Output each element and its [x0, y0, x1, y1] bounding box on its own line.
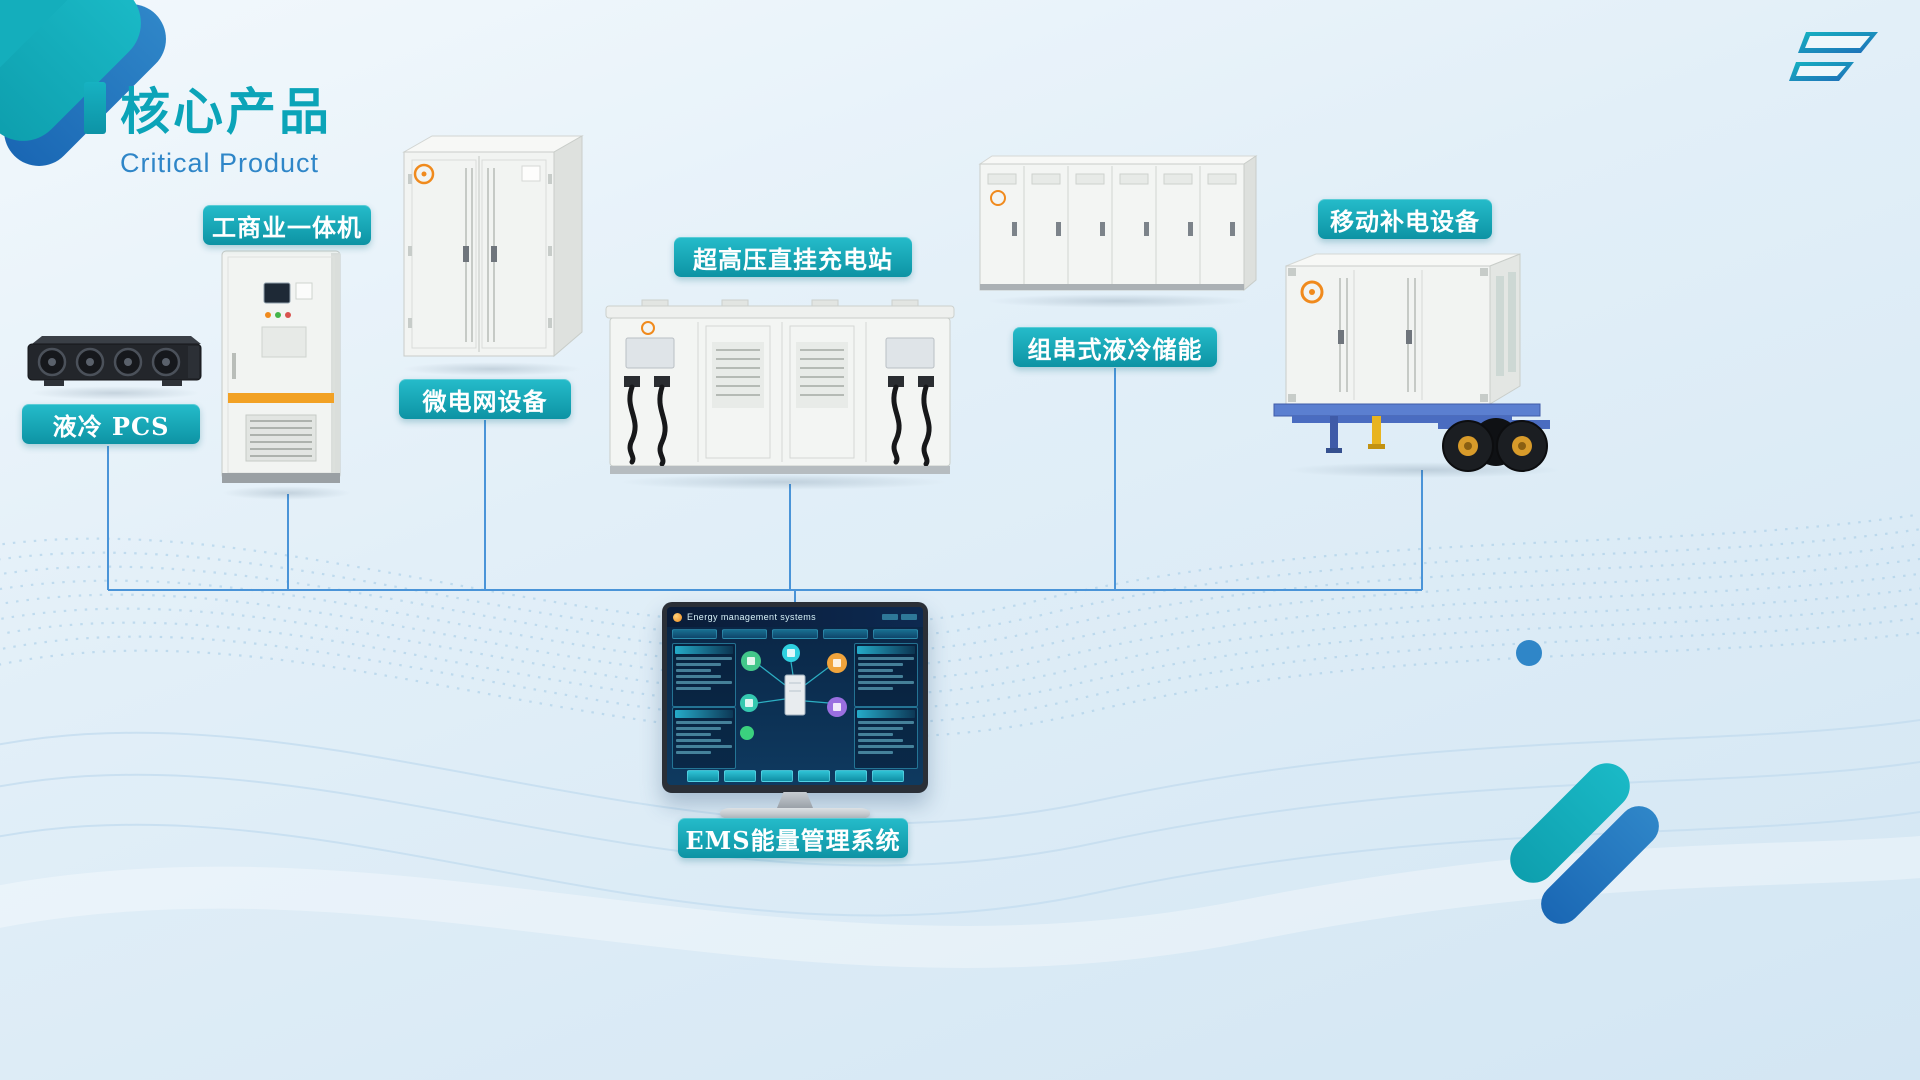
drop-shadow [986, 294, 1250, 308]
label-charging-station: 超高压直挂充电站 [674, 237, 912, 277]
monitor-stand-neck [777, 792, 813, 808]
page-title: 核心产品 [120, 84, 332, 140]
text-row [858, 686, 893, 690]
string-ess-image [972, 148, 1264, 304]
ems-panel-top-left [672, 643, 736, 707]
drop-shadow [30, 386, 200, 400]
menu-chip [822, 629, 868, 639]
label-text: 液冷 PCS [52, 411, 170, 441]
panel-header-bar [857, 646, 915, 654]
text-row [676, 668, 711, 672]
label-text: 移动补电设备 [1330, 206, 1480, 236]
accent-dot [1516, 640, 1542, 666]
ems-screen: Energy management systems [667, 607, 923, 785]
text-row [676, 674, 722, 678]
menu-chip [772, 629, 818, 639]
text-row [676, 738, 722, 742]
text-row [858, 680, 914, 684]
text-row [676, 744, 732, 748]
text-row [858, 738, 904, 742]
drop-shadow [402, 362, 582, 376]
ems-button [686, 770, 719, 782]
ems-logo-icon [673, 612, 682, 622]
monitor-stand-base [720, 808, 870, 819]
menu-chip [872, 629, 919, 639]
microgrid-container-image [392, 126, 592, 378]
text-row [676, 732, 711, 736]
text-row [676, 662, 722, 666]
text-row [858, 656, 914, 660]
drop-shadow [222, 486, 352, 500]
text-row [858, 732, 893, 736]
ems-button [797, 770, 830, 782]
label-text: EMS能量管理系统 [685, 825, 901, 855]
ems-screen-header: Energy management systems [667, 607, 923, 627]
label-ems-system: EMS能量管理系统 [678, 818, 908, 858]
text-row [858, 662, 904, 666]
label-text: 工商业一体机 [212, 212, 362, 242]
text-row [676, 680, 732, 684]
page-subtitle: Critical Product [120, 148, 320, 178]
label-mobile-recharger: 移动补电设备 [1318, 199, 1492, 239]
panel-header-bar [675, 646, 733, 654]
text-row [858, 668, 893, 672]
panel-header-bar [857, 710, 915, 718]
text-row [676, 720, 732, 724]
text-row [676, 726, 722, 730]
drop-shadow [618, 474, 948, 490]
ems-header-status [879, 614, 917, 620]
ems-panel-bottom-right [854, 707, 918, 769]
label-text: 超高压直挂充电站 [693, 244, 893, 274]
label-string-ess: 组串式液冷储能 [1013, 327, 1217, 367]
brand-logo-icon [1789, 32, 1878, 81]
ems-monitor: Energy management systems [662, 602, 928, 819]
text-row [676, 686, 711, 690]
charging-station-image [602, 298, 962, 484]
text-row [858, 744, 914, 748]
pcs-illustration [27, 336, 202, 386]
label-microgrid: 微电网设备 [399, 379, 571, 419]
ems-screen-title: Energy management systems [687, 612, 817, 622]
label-all-in-one: 工商业一体机 [203, 205, 371, 245]
ems-panel-bottom-left [672, 707, 736, 769]
liquid-cooled-pcs-image [22, 330, 207, 394]
all-in-one-cabinet-image [212, 243, 362, 495]
text-row [858, 726, 904, 730]
page-header: 核心产品 Critical Product [84, 72, 332, 179]
ems-flow-diagram [740, 644, 847, 740]
drop-shadow [1286, 462, 1562, 478]
text-row [858, 674, 904, 678]
mobile-recharger-image [1272, 246, 1572, 480]
status-chip [901, 614, 917, 620]
ems-button [760, 770, 793, 782]
status-chip [882, 614, 898, 620]
ems-button [723, 770, 756, 782]
ems-button [834, 770, 867, 782]
cabinet-illustration [221, 250, 341, 483]
microgrid-illustration [402, 135, 584, 358]
ems-button [871, 770, 904, 782]
text-row [858, 720, 914, 724]
monitor-frame: Energy management systems [662, 602, 928, 793]
text-row [858, 750, 893, 754]
menu-chip [672, 629, 718, 639]
text-row [676, 750, 711, 754]
menu-chip [722, 629, 768, 639]
string-ess-illustration [978, 155, 1258, 292]
text-row [676, 656, 732, 660]
label-text: 微电网设备 [422, 386, 548, 416]
label-liquid-cooled-pcs: 液冷 PCS [22, 404, 200, 444]
label-text: 组串式液冷储能 [1027, 334, 1203, 364]
ems-panel-top-right [854, 643, 918, 707]
charging-station-illustration [605, 299, 955, 474]
panel-header-bar [675, 710, 733, 718]
title-accent-bar [84, 82, 106, 134]
ems-button-row [675, 770, 915, 782]
mobile-recharger-illustration [1273, 253, 1550, 472]
ems-menubar [672, 629, 919, 639]
